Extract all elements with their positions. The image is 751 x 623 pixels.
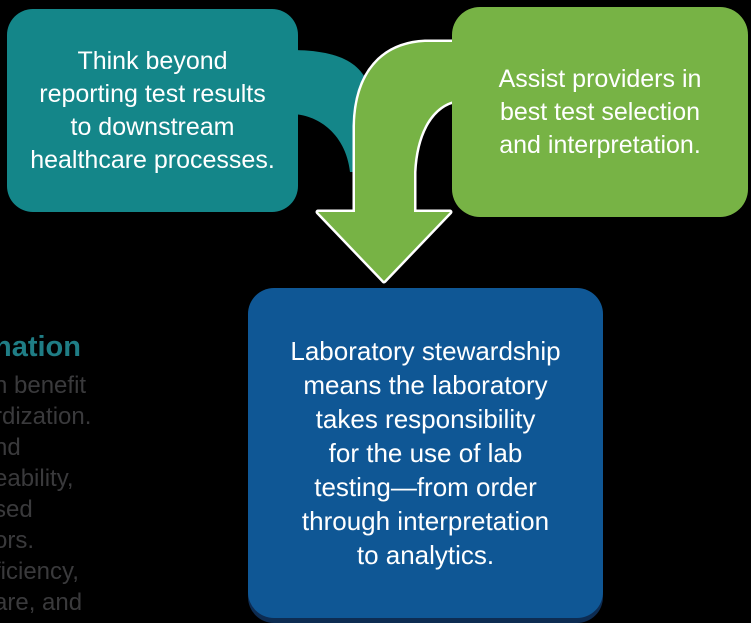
box-laboratory-stewardship: Laboratory stewardship means the laborat… (248, 288, 603, 618)
box-assist-providers: Assist providers in best test selection … (452, 7, 748, 217)
text-line: for the use of lab (328, 438, 523, 468)
clipped-text-fragment: ficiency, (0, 558, 79, 585)
text-line: best test selection (499, 97, 701, 126)
clipped-text-fragment: are, and (0, 589, 83, 616)
text-line: Think beyond (77, 46, 228, 75)
clipped-left-text: nation n benefit rdization. nd eability,… (0, 332, 91, 618)
text-line: to downstream (70, 112, 235, 141)
green-arrow-ribbon (318, 42, 458, 281)
box-think-beyond: Think beyond reporting test results to d… (7, 9, 298, 212)
text-line: healthcare processes. (30, 145, 275, 174)
clipped-text-fragment: sed (0, 496, 33, 523)
text-line: reporting test results (39, 79, 266, 108)
text-line: and interpretation. (499, 130, 701, 159)
text-line: Assist providers in (498, 64, 702, 93)
text-line: takes responsibility (315, 404, 536, 434)
clipped-heading-fragment: nation (0, 331, 81, 363)
clipped-text-fragment: eability, (0, 465, 74, 492)
clipped-text-fragment: ors. (0, 527, 35, 554)
clipped-text-fragment: n benefit (0, 372, 87, 399)
text-line: means the laboratory (303, 370, 548, 400)
text-line: to analytics. (356, 540, 495, 570)
text-line: testing—from order (314, 472, 537, 502)
clipped-text-fragment: nd (0, 434, 21, 461)
clipped-text-fragment: rdization. (0, 403, 92, 430)
text-line: Laboratory stewardship (290, 336, 561, 366)
text-line: through interpretation (301, 506, 550, 536)
